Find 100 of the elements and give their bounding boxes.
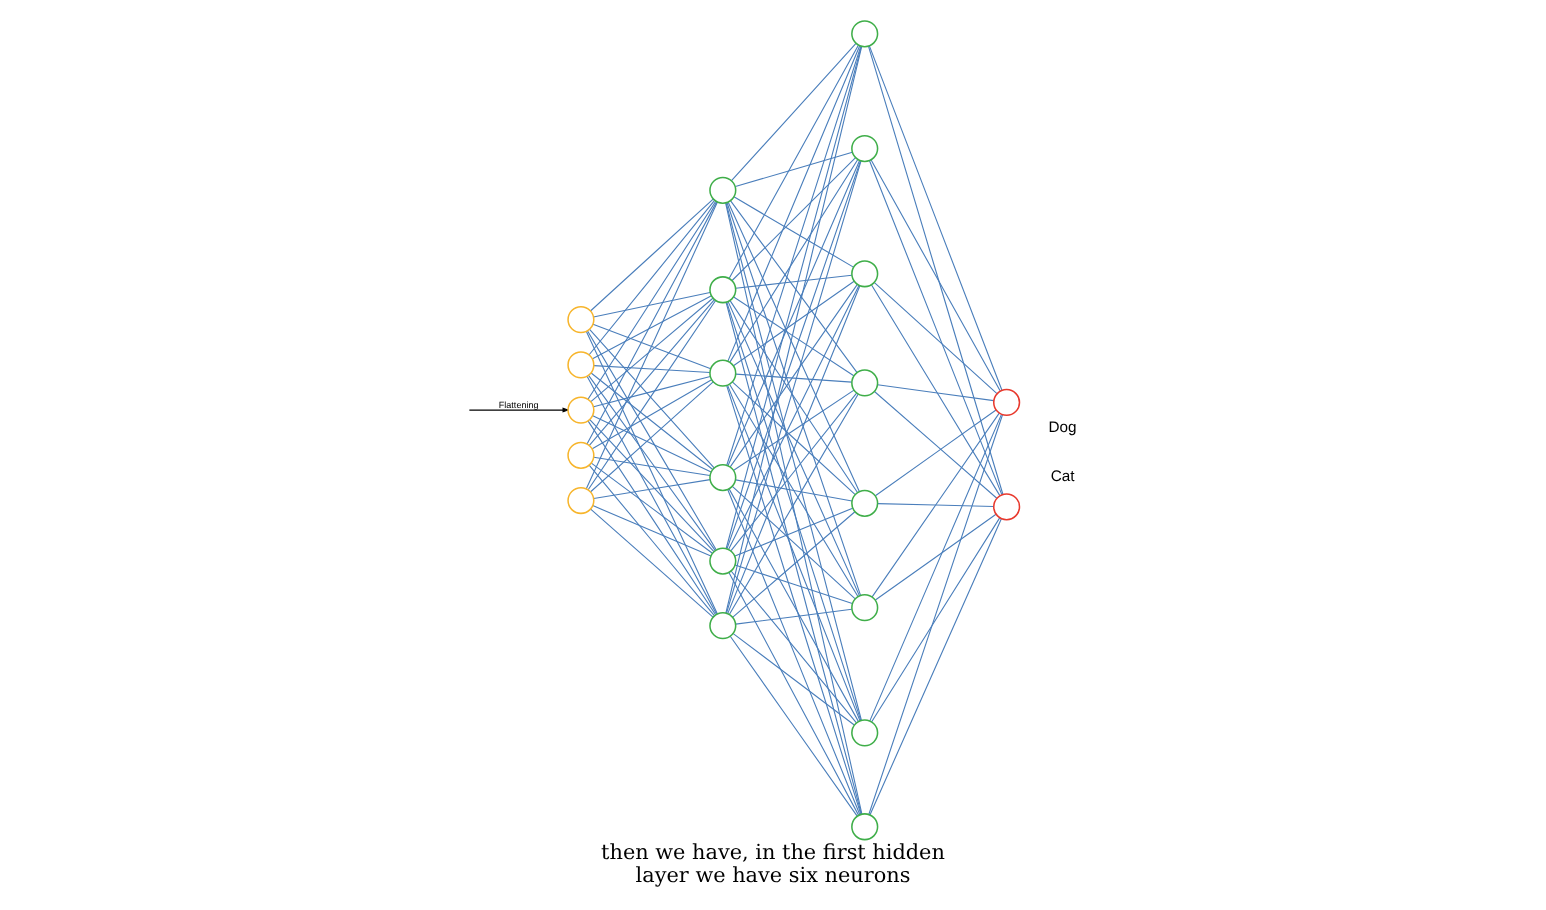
node-circle [567,395,595,423]
connector [871,283,1001,496]
connector [871,411,1000,597]
connector [729,157,859,362]
connector [589,327,715,468]
connector [593,478,711,498]
connector [586,200,718,444]
connector [585,329,718,614]
connector [592,504,712,556]
connector [871,516,1001,722]
connector [590,461,713,553]
connector [588,298,715,445]
connector [589,197,714,311]
connector [730,391,858,551]
connector [727,158,861,466]
connector [869,517,1002,815]
connector [588,373,716,550]
connector [592,322,712,369]
connector [732,632,855,725]
node-circle [709,358,737,386]
connector [592,414,712,472]
node-circle [709,546,737,574]
arrow [468,406,570,412]
connector [587,199,717,399]
node-circle [567,440,595,468]
connector [868,413,1004,815]
connector [734,150,853,187]
node-circle [567,485,595,514]
connector [733,195,854,267]
connector [735,478,853,501]
connector [870,158,1001,391]
connector [589,417,715,552]
connector [592,374,711,407]
connector [727,44,861,361]
connector [727,488,861,815]
node-circle [993,387,1021,416]
connector [735,273,853,288]
connector [591,378,713,449]
connector [731,156,857,281]
connector [729,282,858,467]
connector [725,201,863,814]
connector [591,294,712,359]
connector [590,507,714,617]
node-circle [709,175,737,203]
connector [873,389,998,498]
node-circle [851,488,879,516]
connector [733,388,855,470]
connector [877,502,995,506]
connector [869,412,1003,721]
connector [585,200,718,489]
connector [731,380,856,495]
node-circle [567,350,595,378]
connector [734,506,854,556]
connector [873,281,998,394]
connector [727,200,860,491]
node-circle [851,718,879,746]
connector [590,380,714,492]
connector [868,44,1003,390]
connector [587,329,717,550]
connector [726,44,862,465]
node-circle [851,259,879,287]
connector [874,512,997,600]
connector [728,487,859,721]
node-circle [851,368,879,396]
node-circle [567,305,595,333]
connector [586,374,718,614]
connector [735,607,853,624]
connector [730,199,858,373]
node-circle [851,593,879,621]
connector [588,198,716,355]
connector [731,484,856,599]
node-circle [851,812,879,840]
connector [728,570,860,815]
node-circle [709,275,737,303]
connector [735,372,853,382]
connector [587,298,717,490]
connector [590,371,714,470]
connector [725,300,862,814]
connector [730,569,857,723]
node-circle [993,492,1021,520]
node-circle [709,611,737,639]
connector [733,295,855,376]
connector [729,634,858,816]
connector [726,384,862,814]
connector [732,510,856,617]
connector [593,455,711,476]
connector [728,43,859,278]
connector [729,299,859,492]
connector [868,159,1003,495]
node-circle [851,19,879,47]
connector [588,463,716,616]
connector [590,296,714,402]
connector [592,290,711,317]
connector [726,300,862,720]
connector [725,201,862,720]
connector [734,563,853,604]
connector [874,408,997,496]
connector [877,383,995,401]
connector [728,283,860,549]
connector [732,279,855,366]
